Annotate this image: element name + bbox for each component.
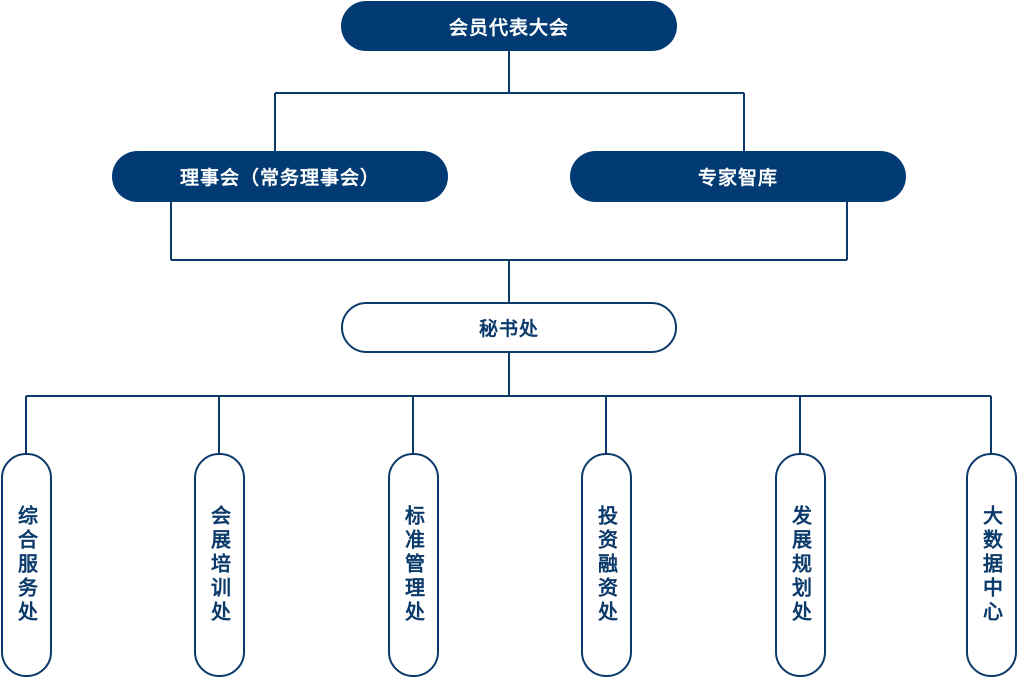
think-tank-label: 专家智库 xyxy=(697,167,778,189)
council-label: 理事会（常务理事会） xyxy=(179,167,380,189)
department-label: 标准管理处 xyxy=(401,505,426,625)
think-tank-node: 专家智库 xyxy=(570,151,906,202)
department-label: 投资融资处 xyxy=(594,505,619,625)
department-investment-financing: 投资融资处 xyxy=(581,453,632,677)
department-exhibition-training: 会展培训处 xyxy=(194,453,245,677)
secretariat-label: 秘书处 xyxy=(478,318,539,340)
department-development-planning: 发展规划处 xyxy=(775,453,826,677)
department-label: 发展规划处 xyxy=(788,505,813,625)
department-label: 会展培训处 xyxy=(207,505,232,625)
secretariat-node: 秘书处 xyxy=(341,302,677,353)
general-assembly-label: 会员代表大会 xyxy=(448,16,569,39)
department-label: 大数据中心 xyxy=(979,505,1004,625)
department-general-services: 综合服务处 xyxy=(1,453,52,677)
council-node: 理事会（常务理事会） xyxy=(112,151,448,202)
department-standards-management: 标准管理处 xyxy=(388,453,439,677)
department-label: 综合服务处 xyxy=(14,505,39,625)
department-big-data-center: 大数据中心 xyxy=(966,453,1017,677)
general-assembly-node: 会员代表大会 xyxy=(341,1,677,51)
